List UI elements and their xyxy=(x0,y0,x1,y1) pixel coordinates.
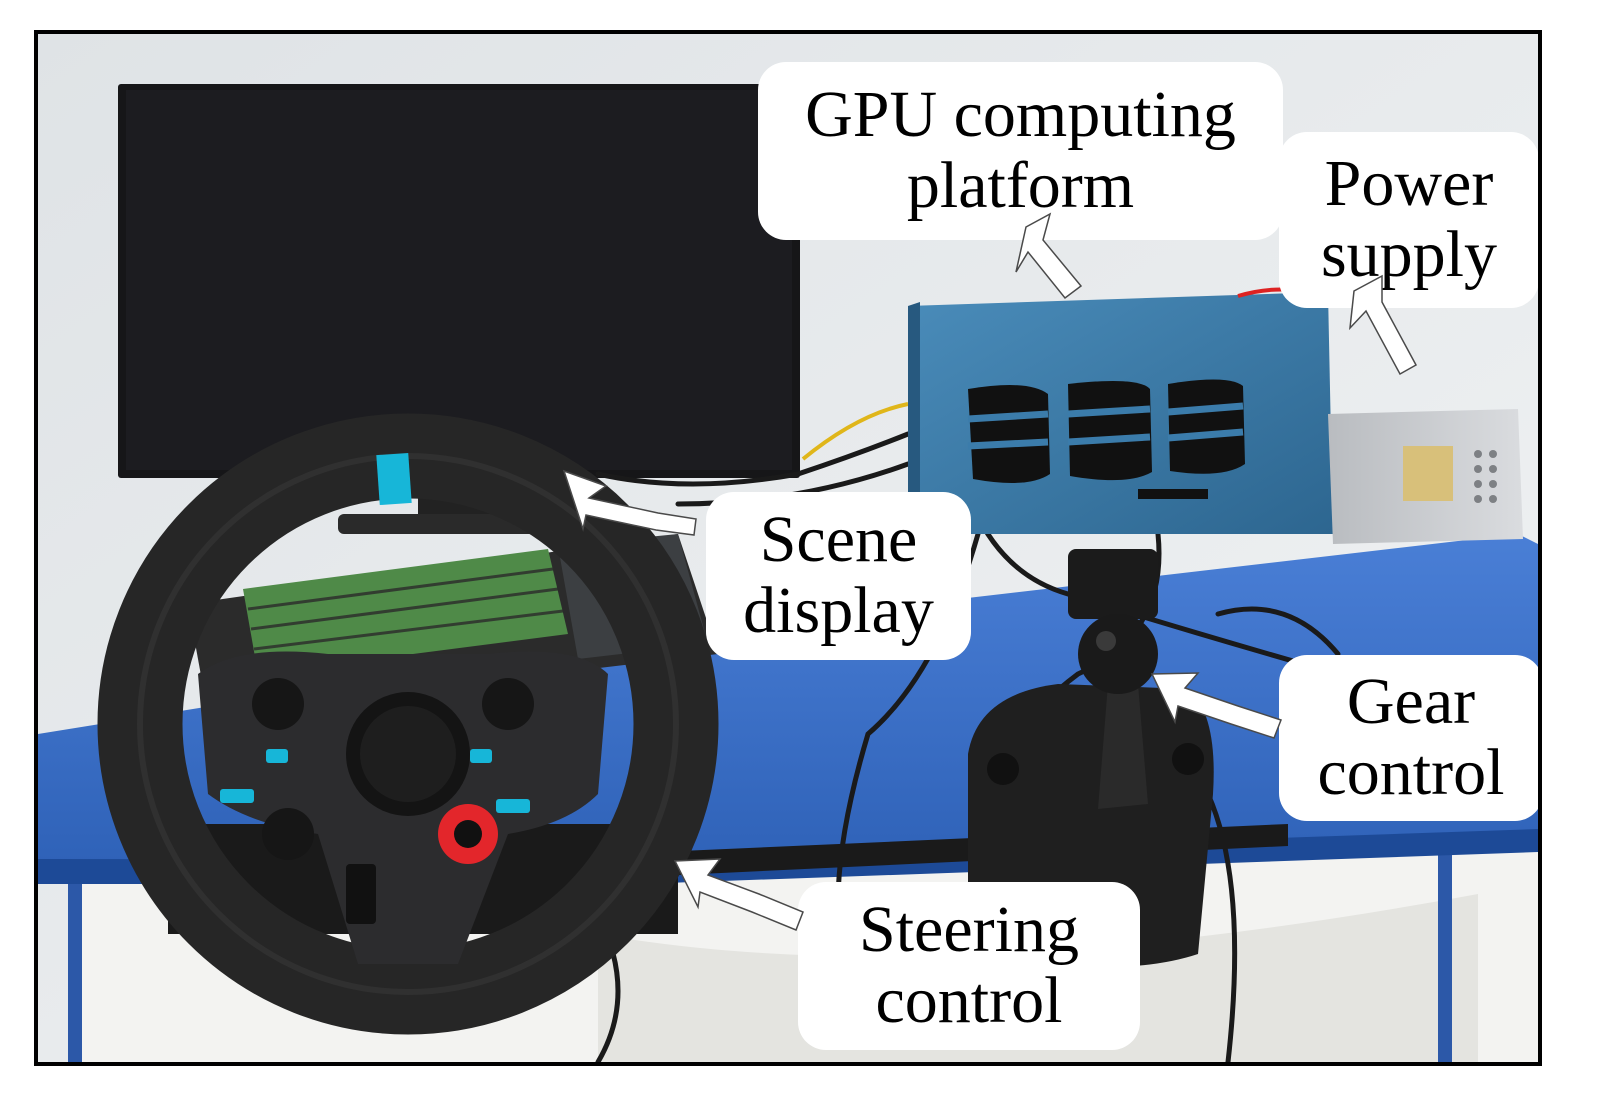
gpu-computing-case xyxy=(908,292,1333,534)
photo-scene xyxy=(38,34,1538,1062)
gear-control-callout: Gear control xyxy=(1279,655,1538,821)
gpu-label-line2: platform xyxy=(906,149,1135,222)
steering-label-line2: control xyxy=(875,964,1063,1037)
steering-label-line1: Steering xyxy=(859,893,1079,967)
gear-label-line1: Gear xyxy=(1346,665,1476,739)
photo-frame: GPU computing platform Power supply Scen… xyxy=(34,30,1542,1066)
power-supply-callout: Power supply xyxy=(1279,132,1538,308)
gpu-label-line1: GPU computing xyxy=(805,78,1236,152)
power-label-line2: supply xyxy=(1320,218,1498,291)
steering-wheel xyxy=(97,413,719,1035)
scene-label-line2: display xyxy=(743,574,934,647)
power-adapter xyxy=(1068,549,1158,619)
scene-display-callout: Scene display xyxy=(706,492,971,660)
gear-label-line2: control xyxy=(1317,736,1505,809)
power-label-line1: Power xyxy=(1324,147,1494,221)
monitor xyxy=(118,84,800,534)
power-supply-unit xyxy=(1328,409,1523,544)
gpu-platform-callout: GPU computing platform xyxy=(758,62,1283,240)
steering-control-callout: Steering control xyxy=(798,882,1140,1050)
scene-label-line1: Scene xyxy=(759,503,918,577)
